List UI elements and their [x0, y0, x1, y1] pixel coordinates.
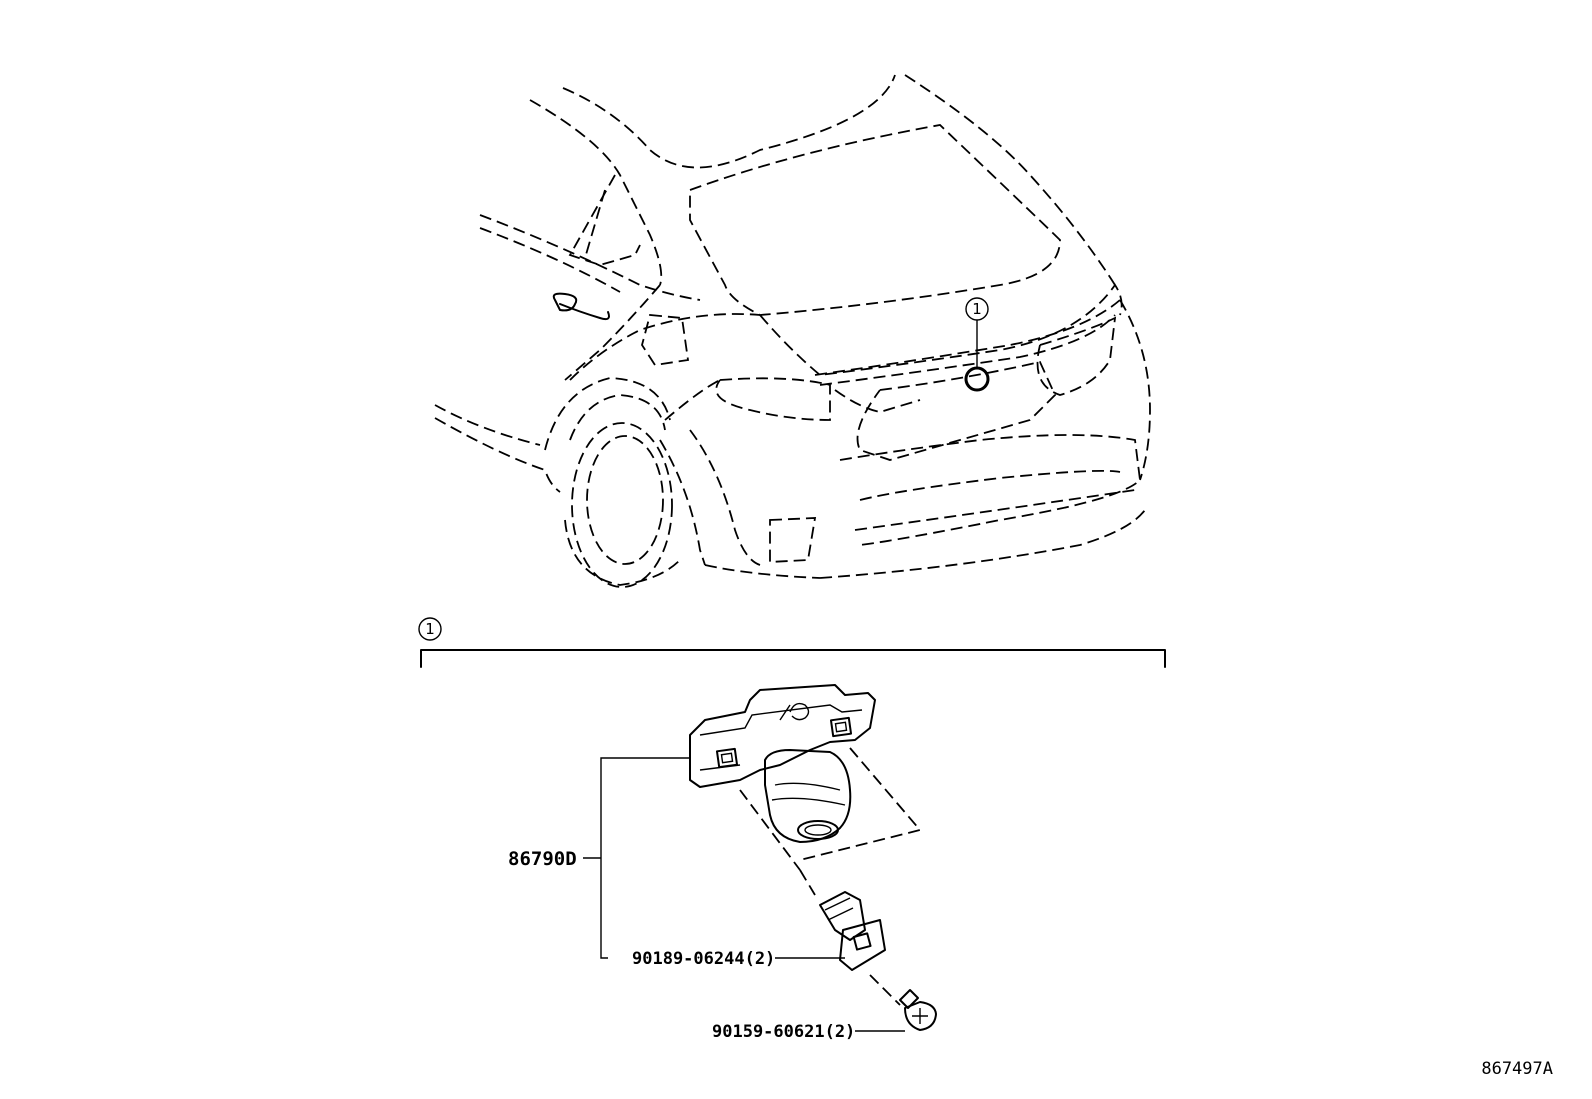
camera-location-marker: 1 — [964, 297, 990, 392]
callout-number-group: 1 — [425, 620, 435, 638]
callout-number-car: 1 — [972, 300, 982, 318]
part-number-screw: 90159-60621(2) — [712, 1022, 855, 1042]
part-number-camera: 86790D — [508, 848, 577, 870]
rear-camera-icon — [689, 684, 922, 896]
screw-icon — [899, 989, 937, 1031]
callout-circle-group — [418, 617, 442, 641]
part-leader-lines — [583, 757, 905, 1032]
clip-nut-icon — [819, 891, 901, 1006]
assembly-bracket: 1 — [418, 617, 1166, 668]
figure-id: 867497A — [1481, 1059, 1553, 1079]
vehicle-outline — [434, 74, 1151, 588]
callout-circle-car — [965, 297, 989, 321]
part-number-clip: 90189-06244(2) — [632, 949, 775, 969]
